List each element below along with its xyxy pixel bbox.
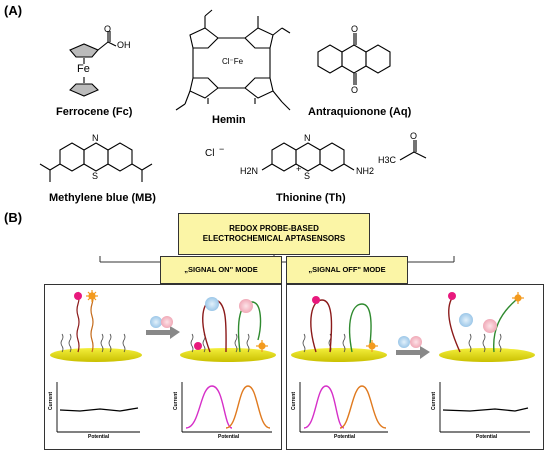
panel-b-tag: (B) — [4, 210, 23, 225]
th-s: S — [304, 171, 311, 181]
axis-x-label-2: Potential — [218, 434, 240, 440]
mb-s: S — [92, 171, 99, 181]
axis-x-label-3: Potential — [334, 434, 356, 440]
mb-n: N — [92, 133, 99, 143]
signal-on-panel — [44, 284, 282, 450]
compound-name-hemin: Hemin — [212, 114, 246, 126]
ferrocene-o: O — [104, 24, 112, 34]
thionine-structure — [261, 140, 427, 172]
probe-orange-off-after — [512, 292, 524, 304]
signal-off-panel — [286, 284, 544, 450]
ferrocene-structure — [69, 31, 117, 97]
hemin-structure — [175, 9, 291, 111]
compound-name-thionine: Thionine (Th) — [276, 192, 346, 204]
anthraquinone-structure — [317, 33, 391, 85]
probe-magenta-on-after — [194, 342, 202, 350]
hemin-clfe: Cl⁻Fe — [222, 57, 244, 66]
acetate-o: O — [410, 131, 418, 141]
electrode-on-before — [50, 348, 142, 362]
probe-magenta-off-after — [448, 292, 456, 300]
ferrocene-oh: OH — [117, 40, 131, 50]
probe-orange-on-after — [256, 340, 268, 352]
electrode-off-before — [291, 348, 387, 362]
compound-name-antraquionone: Antraquionone (Aq) — [308, 106, 412, 118]
aq-o-bottom: O — [351, 85, 359, 95]
axis-y-label-2: Current — [173, 391, 180, 411]
probe-magenta-on-before — [74, 292, 82, 300]
probe-orange-on-before — [86, 290, 98, 302]
th-plus: + — [296, 164, 302, 174]
probe-orange-off-before — [366, 340, 378, 352]
th-h2n: H2N — [240, 166, 259, 176]
axis-y-label-3: Current — [291, 391, 298, 411]
methylene-blue-structure — [39, 142, 153, 182]
axis-x-label-4: Potential — [476, 434, 498, 440]
compound-name-methylene-blue: Methylene blue (MB) — [49, 192, 156, 204]
mb-chloride: Cl — [205, 148, 215, 159]
electrode-off-after — [439, 348, 535, 362]
signal-off-mode-box: „SIGNAL OFF" MODE — [286, 256, 408, 284]
panel-a-tag: (A) — [4, 3, 23, 18]
mb-chloride-minus: − — [219, 144, 225, 154]
signal-on-mode-box: „SIGNAL ON" MODE — [160, 256, 282, 284]
acetate-h3c: H3C — [378, 155, 397, 165]
compound-name-ferrocene: Ferrocene (Fc) — [56, 106, 133, 118]
ferrocene-fe: Fe — [77, 63, 90, 75]
axis-x-label-1: Potential — [88, 434, 110, 440]
title-box: REDOX PROBE-BASED ELECTROCHEMICAL APTASE… — [178, 213, 370, 255]
probe-magenta-off-before — [312, 296, 320, 304]
axis-y-label-4: Current — [431, 391, 438, 411]
th-nh2: NH2 — [356, 166, 375, 176]
aq-o-top: O — [351, 24, 359, 34]
axis-y-label-1: Current — [48, 391, 55, 411]
th-n: N — [304, 133, 311, 143]
